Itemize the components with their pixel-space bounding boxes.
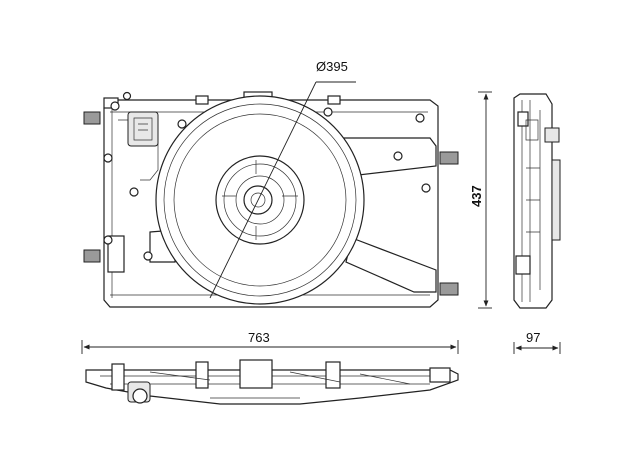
diameter-leader — [209, 81, 317, 299]
depth-label: 97 — [526, 330, 540, 345]
width-dimension: 763 — [81, 330, 459, 354]
width-label: 763 — [248, 330, 270, 345]
side-view — [513, 93, 561, 309]
mounting-holes — [103, 91, 431, 261]
fan-assembly — [155, 95, 365, 305]
diameter-label: Ø395 — [316, 59, 348, 74]
top-view — [85, 359, 459, 405]
height-dimension: 437 — [469, 91, 492, 309]
mount-tabs — [83, 91, 459, 296]
front-view: Ø395 — [83, 59, 459, 308]
depth-dimension: 97 — [513, 330, 561, 354]
height-label: 437 — [469, 185, 484, 207]
